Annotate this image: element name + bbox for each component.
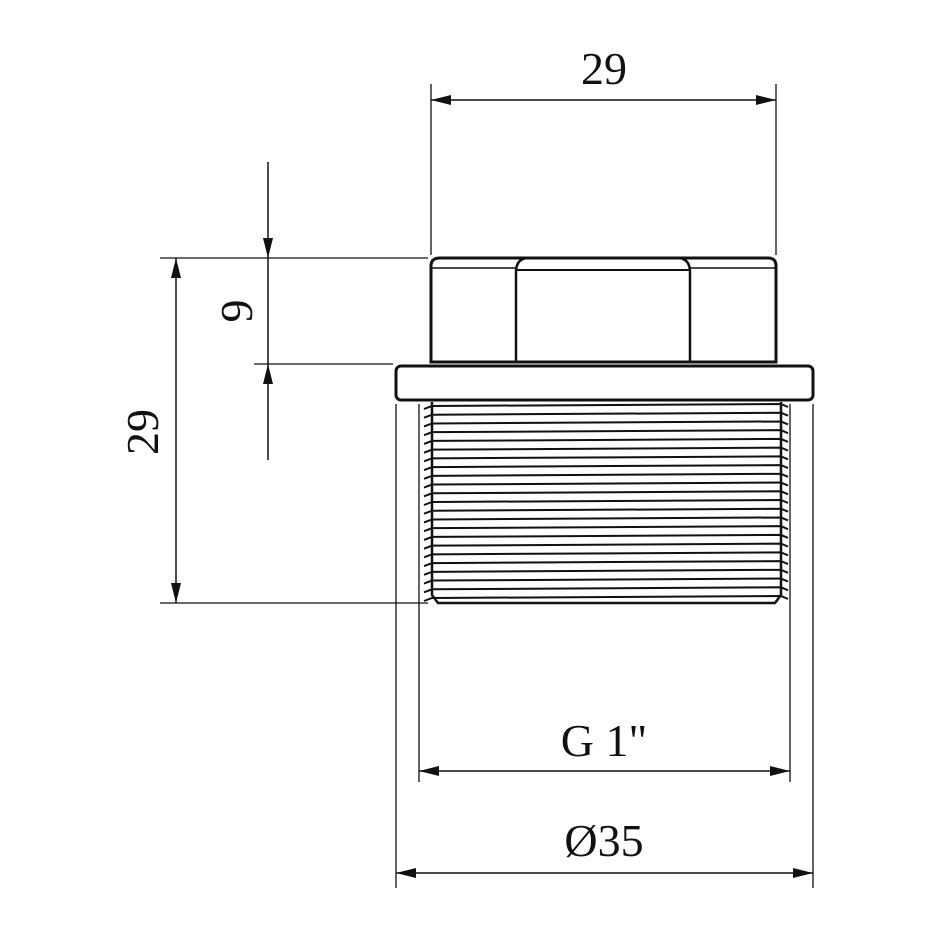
dimension-hex-height: 9 xyxy=(211,162,273,460)
thread-ridge xyxy=(423,472,789,480)
thread-ridge xyxy=(423,594,789,602)
thread-ridge xyxy=(423,542,789,550)
thread-label: G 1" xyxy=(561,715,648,766)
dimension-hex-width: 29 xyxy=(431,43,776,105)
thread-ridge xyxy=(423,560,789,568)
thread-ridge xyxy=(423,464,789,472)
thread-ridge xyxy=(423,420,789,428)
thread-ridge xyxy=(423,533,789,541)
thread-ridge xyxy=(423,429,789,437)
flange-diameter-label: Ø35 xyxy=(564,815,643,866)
thread-ridge xyxy=(423,455,789,463)
thread-ridge xyxy=(423,516,789,524)
thread-ridge xyxy=(423,551,789,559)
thread-ridge xyxy=(423,402,789,410)
hex-head xyxy=(429,256,778,364)
dimension-thread: G 1" xyxy=(419,715,790,776)
hex-width-label: 29 xyxy=(581,43,627,94)
flange-collar xyxy=(394,364,815,402)
extension-lines xyxy=(160,84,814,888)
thread-ridge xyxy=(423,481,789,489)
thread-ridge xyxy=(423,411,789,419)
dimension-total-height: 29 xyxy=(117,258,181,603)
thread-ridge xyxy=(423,525,789,533)
dimension-flange-diameter: Ø35 xyxy=(396,815,813,878)
thread-ridge xyxy=(423,586,789,594)
thread-ridge xyxy=(423,568,789,576)
threaded-body xyxy=(423,402,789,605)
thread-ridge xyxy=(423,507,789,515)
hex-height-label: 9 xyxy=(211,300,262,323)
thread-ridge xyxy=(423,490,789,498)
plug-part xyxy=(394,256,815,605)
thread-ridge xyxy=(423,577,789,585)
total-height-label: 29 xyxy=(117,409,168,455)
thread-ridge xyxy=(423,498,789,506)
thread-ridge xyxy=(423,437,789,445)
thread-ridge xyxy=(423,446,789,454)
